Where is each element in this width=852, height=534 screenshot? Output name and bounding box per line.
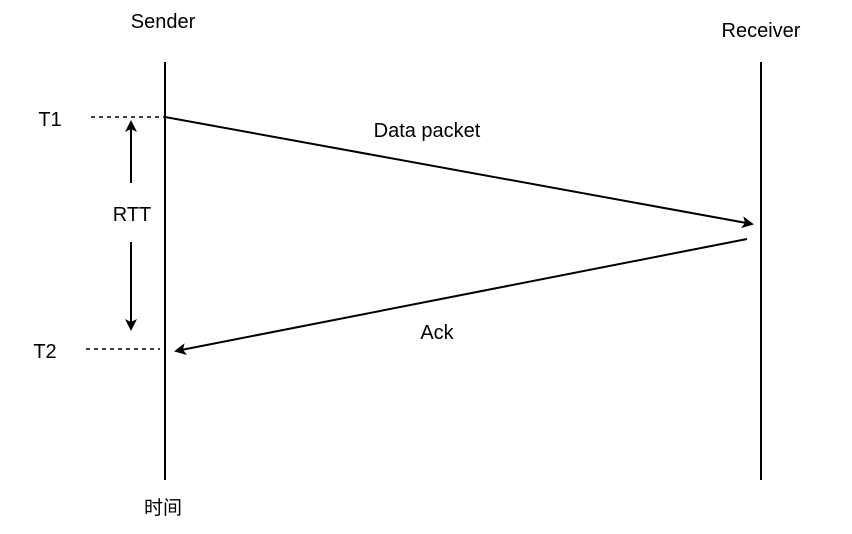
ack-label: Ack (420, 322, 454, 344)
receiver-title: Receiver (722, 20, 801, 42)
rtt-label: RTT (113, 204, 152, 226)
sender-title: Sender (131, 11, 196, 33)
data-packet-label: Data packet (374, 120, 481, 142)
time-axis-label: 时间 (144, 497, 182, 519)
ack-arrow (174, 238, 748, 355)
t1-label: T1 (38, 109, 61, 131)
t2-label: T2 (33, 341, 56, 363)
data-packet-arrow (164, 116, 754, 229)
